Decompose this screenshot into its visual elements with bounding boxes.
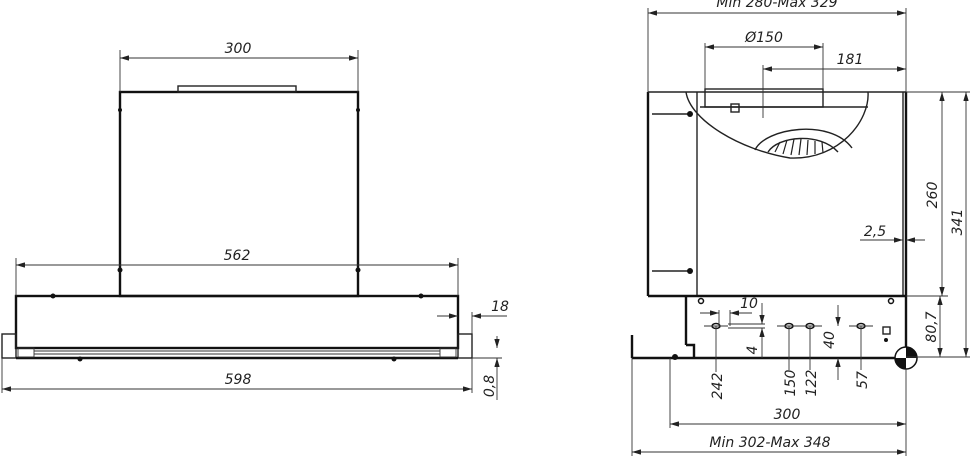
dim-body-height: 80,7 bbox=[924, 296, 943, 357]
dim-label: 300 bbox=[774, 407, 801, 423]
dim-body-depth: 300 bbox=[669, 358, 907, 456]
dim-label: 18 bbox=[491, 299, 509, 315]
dim-overall-height: 341 bbox=[906, 92, 970, 358]
dim-label: 562 bbox=[224, 248, 251, 264]
dim-chimney-height: 260 bbox=[906, 91, 970, 297]
front-view: 300 562 598 18 0,8 bbox=[1, 41, 509, 400]
hood-body-side bbox=[630, 296, 908, 360]
dim-label: 57 bbox=[855, 371, 871, 389]
chimney-outline bbox=[117, 85, 361, 298]
dim-side-offset: 18 bbox=[437, 299, 509, 334]
datum-symbol bbox=[894, 346, 918, 370]
dim-label: 40 bbox=[822, 331, 838, 349]
dim-depth-range-top: Min 280-Max 329 bbox=[647, 0, 907, 92]
dim-label: 598 bbox=[225, 372, 252, 388]
dim-outlet-diameter: Ø150 bbox=[704, 30, 824, 89]
dim-label: 181 bbox=[837, 52, 864, 68]
chimney-side-outline bbox=[646, 91, 908, 298]
dim-label: 341 bbox=[950, 209, 966, 236]
dim-label: 242 bbox=[710, 373, 726, 400]
dim-label: 300 bbox=[225, 41, 252, 57]
dim-label: 122 bbox=[804, 370, 820, 397]
dim-label: 80,7 bbox=[924, 311, 940, 342]
dim-label: 2,5 bbox=[864, 224, 886, 240]
dim-hole-positions: 242 150 122 57 bbox=[710, 326, 871, 399]
dim-outlet-offset: 181 bbox=[762, 52, 906, 118]
dim-label: Min 302-Max 348 bbox=[709, 435, 830, 451]
side-view: Min 280-Max 329 Ø150 181 2,5 260 341 80,… bbox=[630, 0, 970, 456]
dim-bottom-offset: 0,8 bbox=[472, 336, 502, 400]
hood-body bbox=[1, 293, 473, 362]
dim-hole-offset-vertical: 40 bbox=[822, 305, 841, 380]
dim-depth-range-bottom: Min 302-Max 348 bbox=[631, 358, 906, 456]
dim-wall-thickness: 2,5 bbox=[860, 224, 925, 243]
dim-label: 4 bbox=[745, 346, 761, 355]
dim-hole-height: 4 bbox=[728, 303, 765, 358]
dim-overall-width: 598 bbox=[1, 358, 473, 393]
dim-label: 260 bbox=[925, 182, 941, 209]
dim-label: Min 280-Max 329 bbox=[716, 0, 837, 11]
dim-body-inner-width: 562 bbox=[15, 248, 459, 296]
dim-label: Ø150 bbox=[744, 30, 783, 46]
dim-label: 150 bbox=[783, 370, 799, 397]
fan-cutaway bbox=[685, 88, 869, 159]
dim-label: 0,8 bbox=[482, 375, 498, 397]
dim-chimney-width: 300 bbox=[119, 41, 359, 92]
dim-hole-spacing: 10 bbox=[700, 296, 758, 326]
dim-label: 10 bbox=[740, 296, 758, 312]
